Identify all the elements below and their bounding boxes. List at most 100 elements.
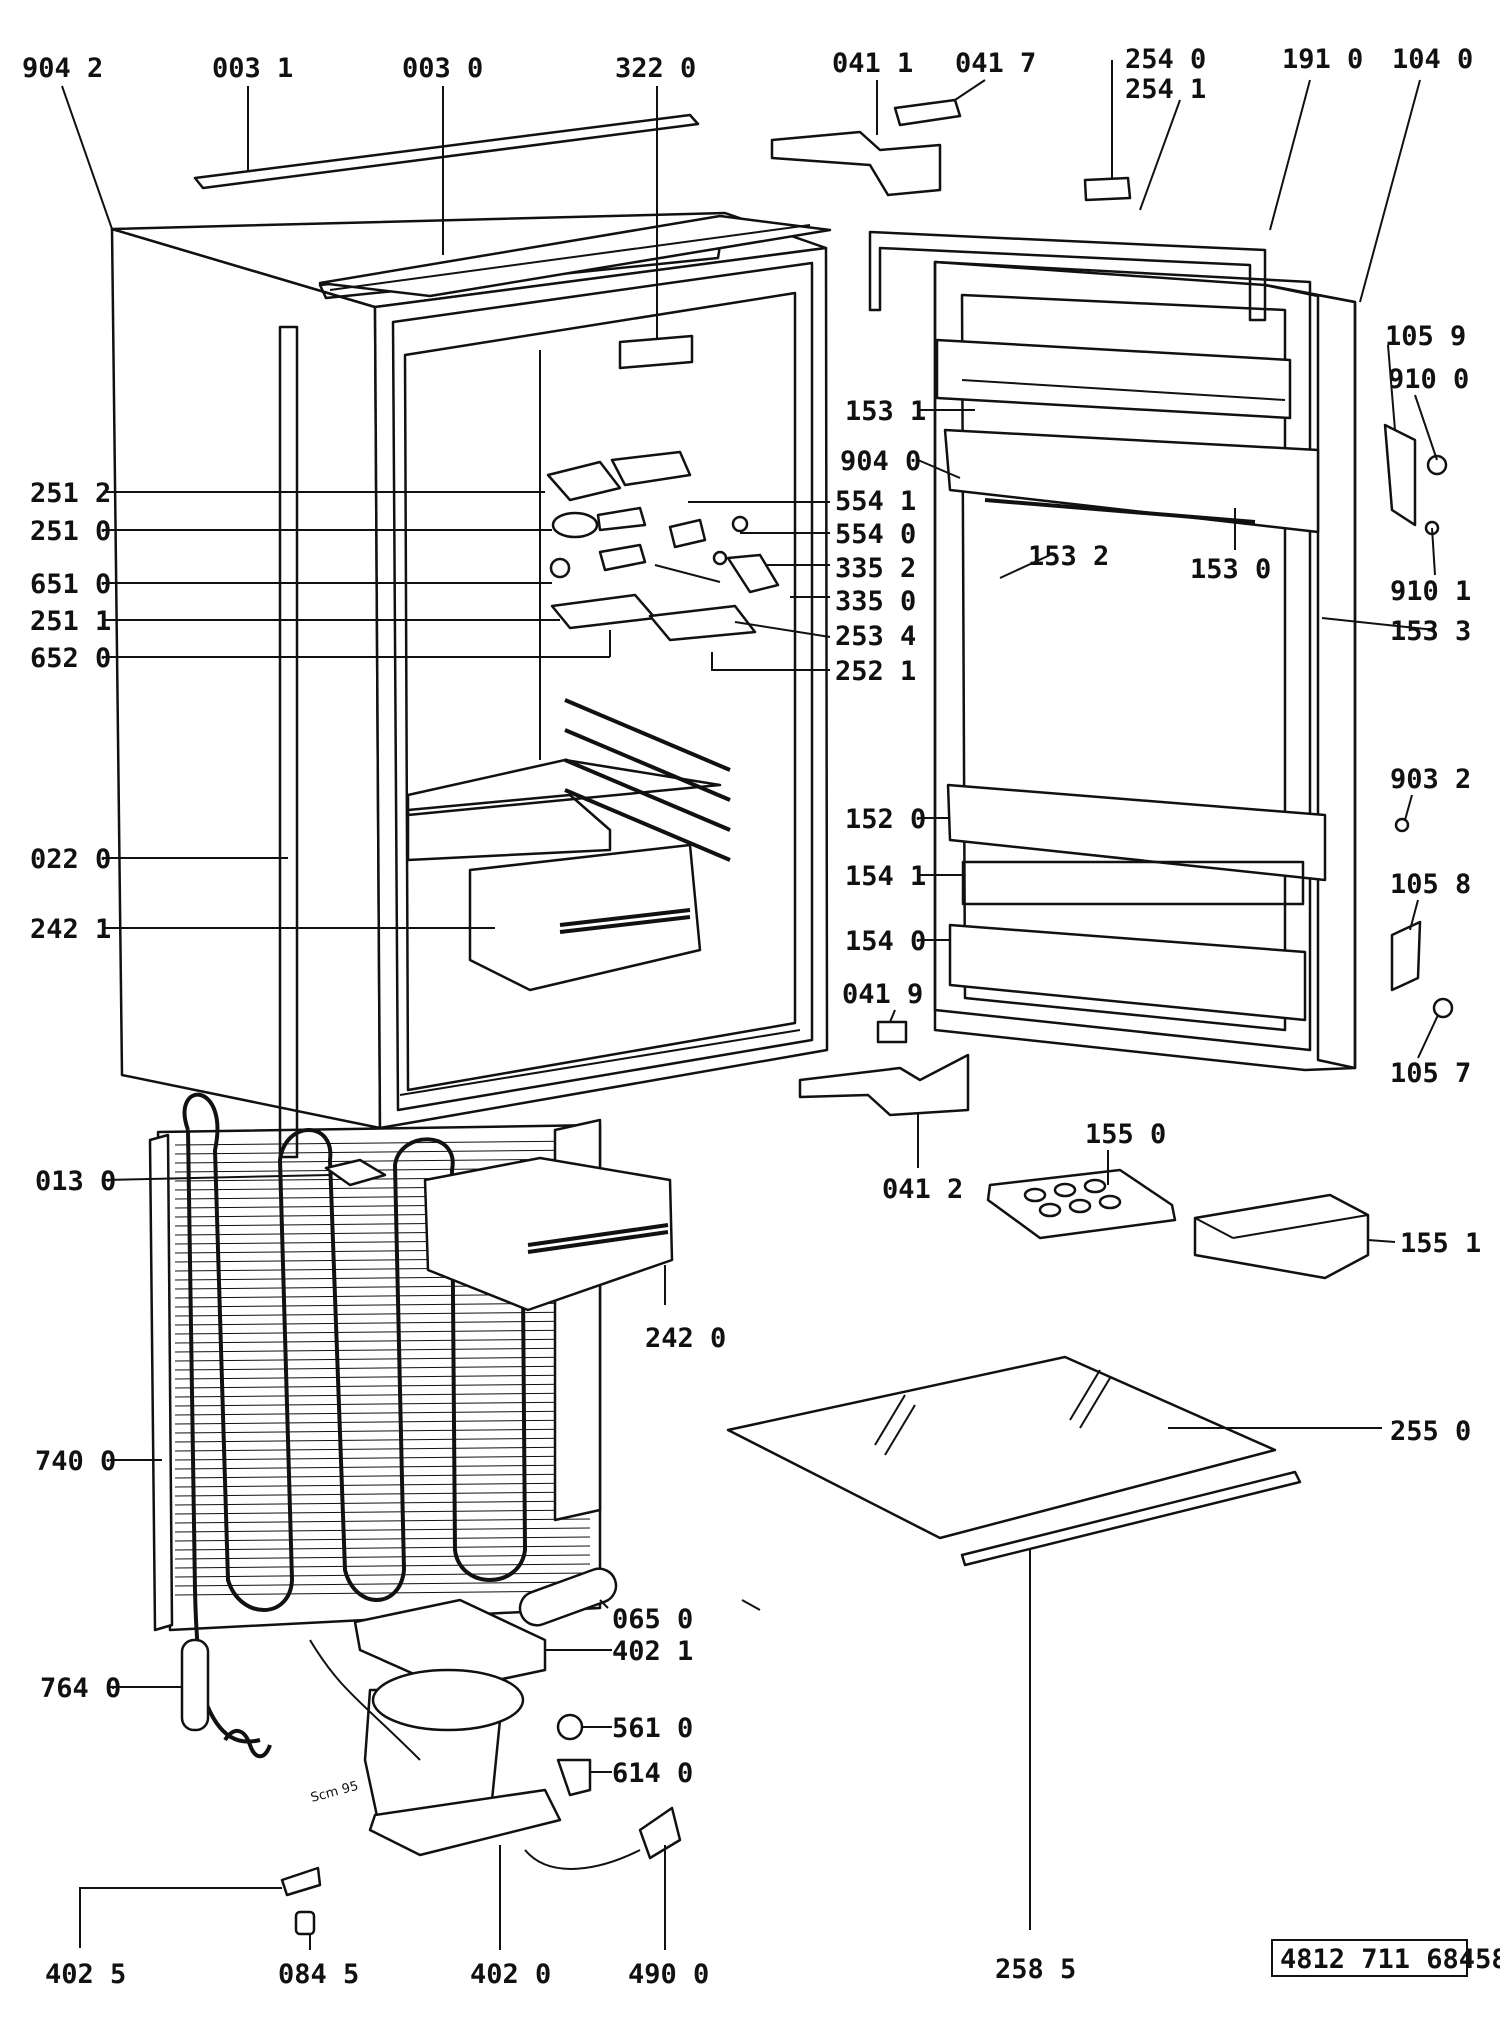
condenser-fin — [174, 1140, 591, 1146]
condenser-fin — [174, 1581, 591, 1587]
label-105-7: 105 7 — [1390, 1058, 1471, 1089]
label-084-5: 084 5 — [278, 1959, 359, 1990]
label-153-2: 153 2 — [1028, 541, 1109, 572]
label-554-0: 554 0 — [835, 519, 916, 550]
label-251-1: 251 1 — [30, 606, 111, 637]
label-153-1: 153 1 — [845, 396, 926, 427]
label-105-9: 105 9 — [1385, 321, 1466, 352]
small-bottom-parts — [280, 1866, 322, 1936]
condenser-fin — [174, 1545, 591, 1551]
condenser-fin — [174, 1392, 591, 1398]
condenser-fin — [174, 1554, 591, 1560]
label-041-1: 041 1 — [832, 48, 913, 79]
label-003-1: 003 1 — [212, 53, 293, 84]
condenser-fin — [174, 1590, 591, 1596]
condenser-fin — [174, 1527, 591, 1533]
label-191-0: 191 0 — [1282, 44, 1363, 75]
label-065-0: 065 0 — [612, 1604, 693, 1635]
crisper-drawer — [423, 1156, 674, 1312]
label-402-5: 402 5 — [45, 1959, 126, 1990]
condenser-fin — [174, 1158, 591, 1164]
document-number-box: 4812 711 68458 — [1271, 1939, 1500, 1977]
label-104-0: 104 0 — [1392, 44, 1473, 75]
label-155-1: 155 1 — [1400, 1228, 1481, 1259]
label-041-2: 041 2 — [882, 1174, 963, 1205]
condenser-fin — [174, 1329, 591, 1335]
hinges — [770, 130, 970, 1117]
glass-shelf — [726, 1355, 1277, 1540]
condenser-fin — [174, 1383, 591, 1389]
label-764-0: 764 0 — [40, 1673, 121, 1704]
label-402-1: 402 1 — [612, 1636, 693, 1667]
label-251-0: 251 0 — [30, 516, 111, 547]
label-041-7: 041 7 — [955, 48, 1036, 79]
compressor-assembly — [203, 1598, 592, 1857]
label-242-0: 242 0 — [645, 1323, 726, 1354]
label-554-1: 554 1 — [835, 486, 916, 517]
cabinet-body — [110, 211, 829, 1159]
shelf-trim-strip — [960, 1470, 1302, 1567]
condenser-fin — [174, 1365, 591, 1371]
egg-tray — [986, 1168, 1177, 1240]
thermostat-control-parts — [546, 450, 780, 642]
condenser-fin — [174, 1401, 591, 1407]
label-903-2: 903 2 — [1390, 764, 1471, 795]
label-652-0: 652 0 — [30, 643, 111, 674]
condenser-fin — [174, 1563, 591, 1569]
label-041-9: 041 9 — [842, 979, 923, 1010]
butter-compartment — [1193, 1193, 1370, 1280]
bracket — [324, 1158, 387, 1187]
condenser-fin — [174, 1356, 591, 1362]
label-254-1: 254 1 — [1125, 74, 1206, 105]
label-910-0: 910 0 — [1388, 364, 1469, 395]
drier-tube — [518, 1567, 618, 1627]
label-152-0: 152 0 — [845, 804, 926, 835]
thermostat-sensor — [180, 1638, 272, 1759]
label-904-0: 904 0 — [840, 446, 921, 477]
label-614-0: 614 0 — [612, 1758, 693, 1789]
label-335-2: 335 2 — [835, 553, 916, 584]
handwritten-note: Scm 95 — [309, 1779, 360, 1806]
condenser-fin — [174, 1338, 591, 1344]
condenser-fin — [174, 1518, 591, 1524]
condenser-fin — [174, 1374, 591, 1380]
door — [868, 230, 1357, 1072]
condenser-fin — [174, 1149, 591, 1155]
label-022-0: 022 0 — [30, 844, 111, 875]
condenser-fin — [174, 1473, 591, 1479]
condenser-fin — [174, 1491, 591, 1497]
condenser-fin — [174, 1509, 591, 1515]
label-153-3: 153 3 — [1390, 616, 1471, 647]
condenser-fin — [174, 1320, 591, 1326]
label-254-0: 254 0 — [1125, 44, 1206, 75]
label-154-1: 154 1 — [845, 861, 926, 892]
top-trim-strips — [193, 113, 832, 298]
mains-cable — [524, 1806, 682, 1870]
top-small-parts — [893, 98, 1132, 202]
condenser-fin — [174, 1464, 591, 1470]
condenser-fin — [174, 1500, 591, 1506]
condenser-fin — [174, 1482, 591, 1488]
door-hardware — [1383, 423, 1454, 1019]
label-155-0: 155 0 — [1085, 1119, 1166, 1150]
label-242-1: 242 1 — [30, 914, 111, 945]
condenser-fin — [174, 1455, 591, 1461]
condenser-fin — [174, 1572, 591, 1578]
label-251-2: 251 2 — [30, 478, 111, 509]
label-402-0: 402 0 — [470, 1959, 551, 1990]
label-255-0: 255 0 — [1390, 1416, 1471, 1447]
label-490-0: 490 0 — [628, 1959, 709, 1990]
label-651-0: 651 0 — [30, 569, 111, 600]
condenser-fin — [174, 1446, 591, 1452]
label-910-1: 910 1 — [1390, 576, 1471, 607]
document-number: 4812 711 68458 — [1280, 1944, 1500, 1975]
condenser-fin — [174, 1410, 591, 1416]
condenser-fin — [174, 1419, 591, 1425]
condenser-fin — [174, 1437, 591, 1443]
label-740-0: 740 0 — [35, 1446, 116, 1477]
condenser-fin — [174, 1428, 591, 1434]
label-335-0: 335 0 — [835, 586, 916, 617]
leader-lines — [61, 60, 1439, 1950]
